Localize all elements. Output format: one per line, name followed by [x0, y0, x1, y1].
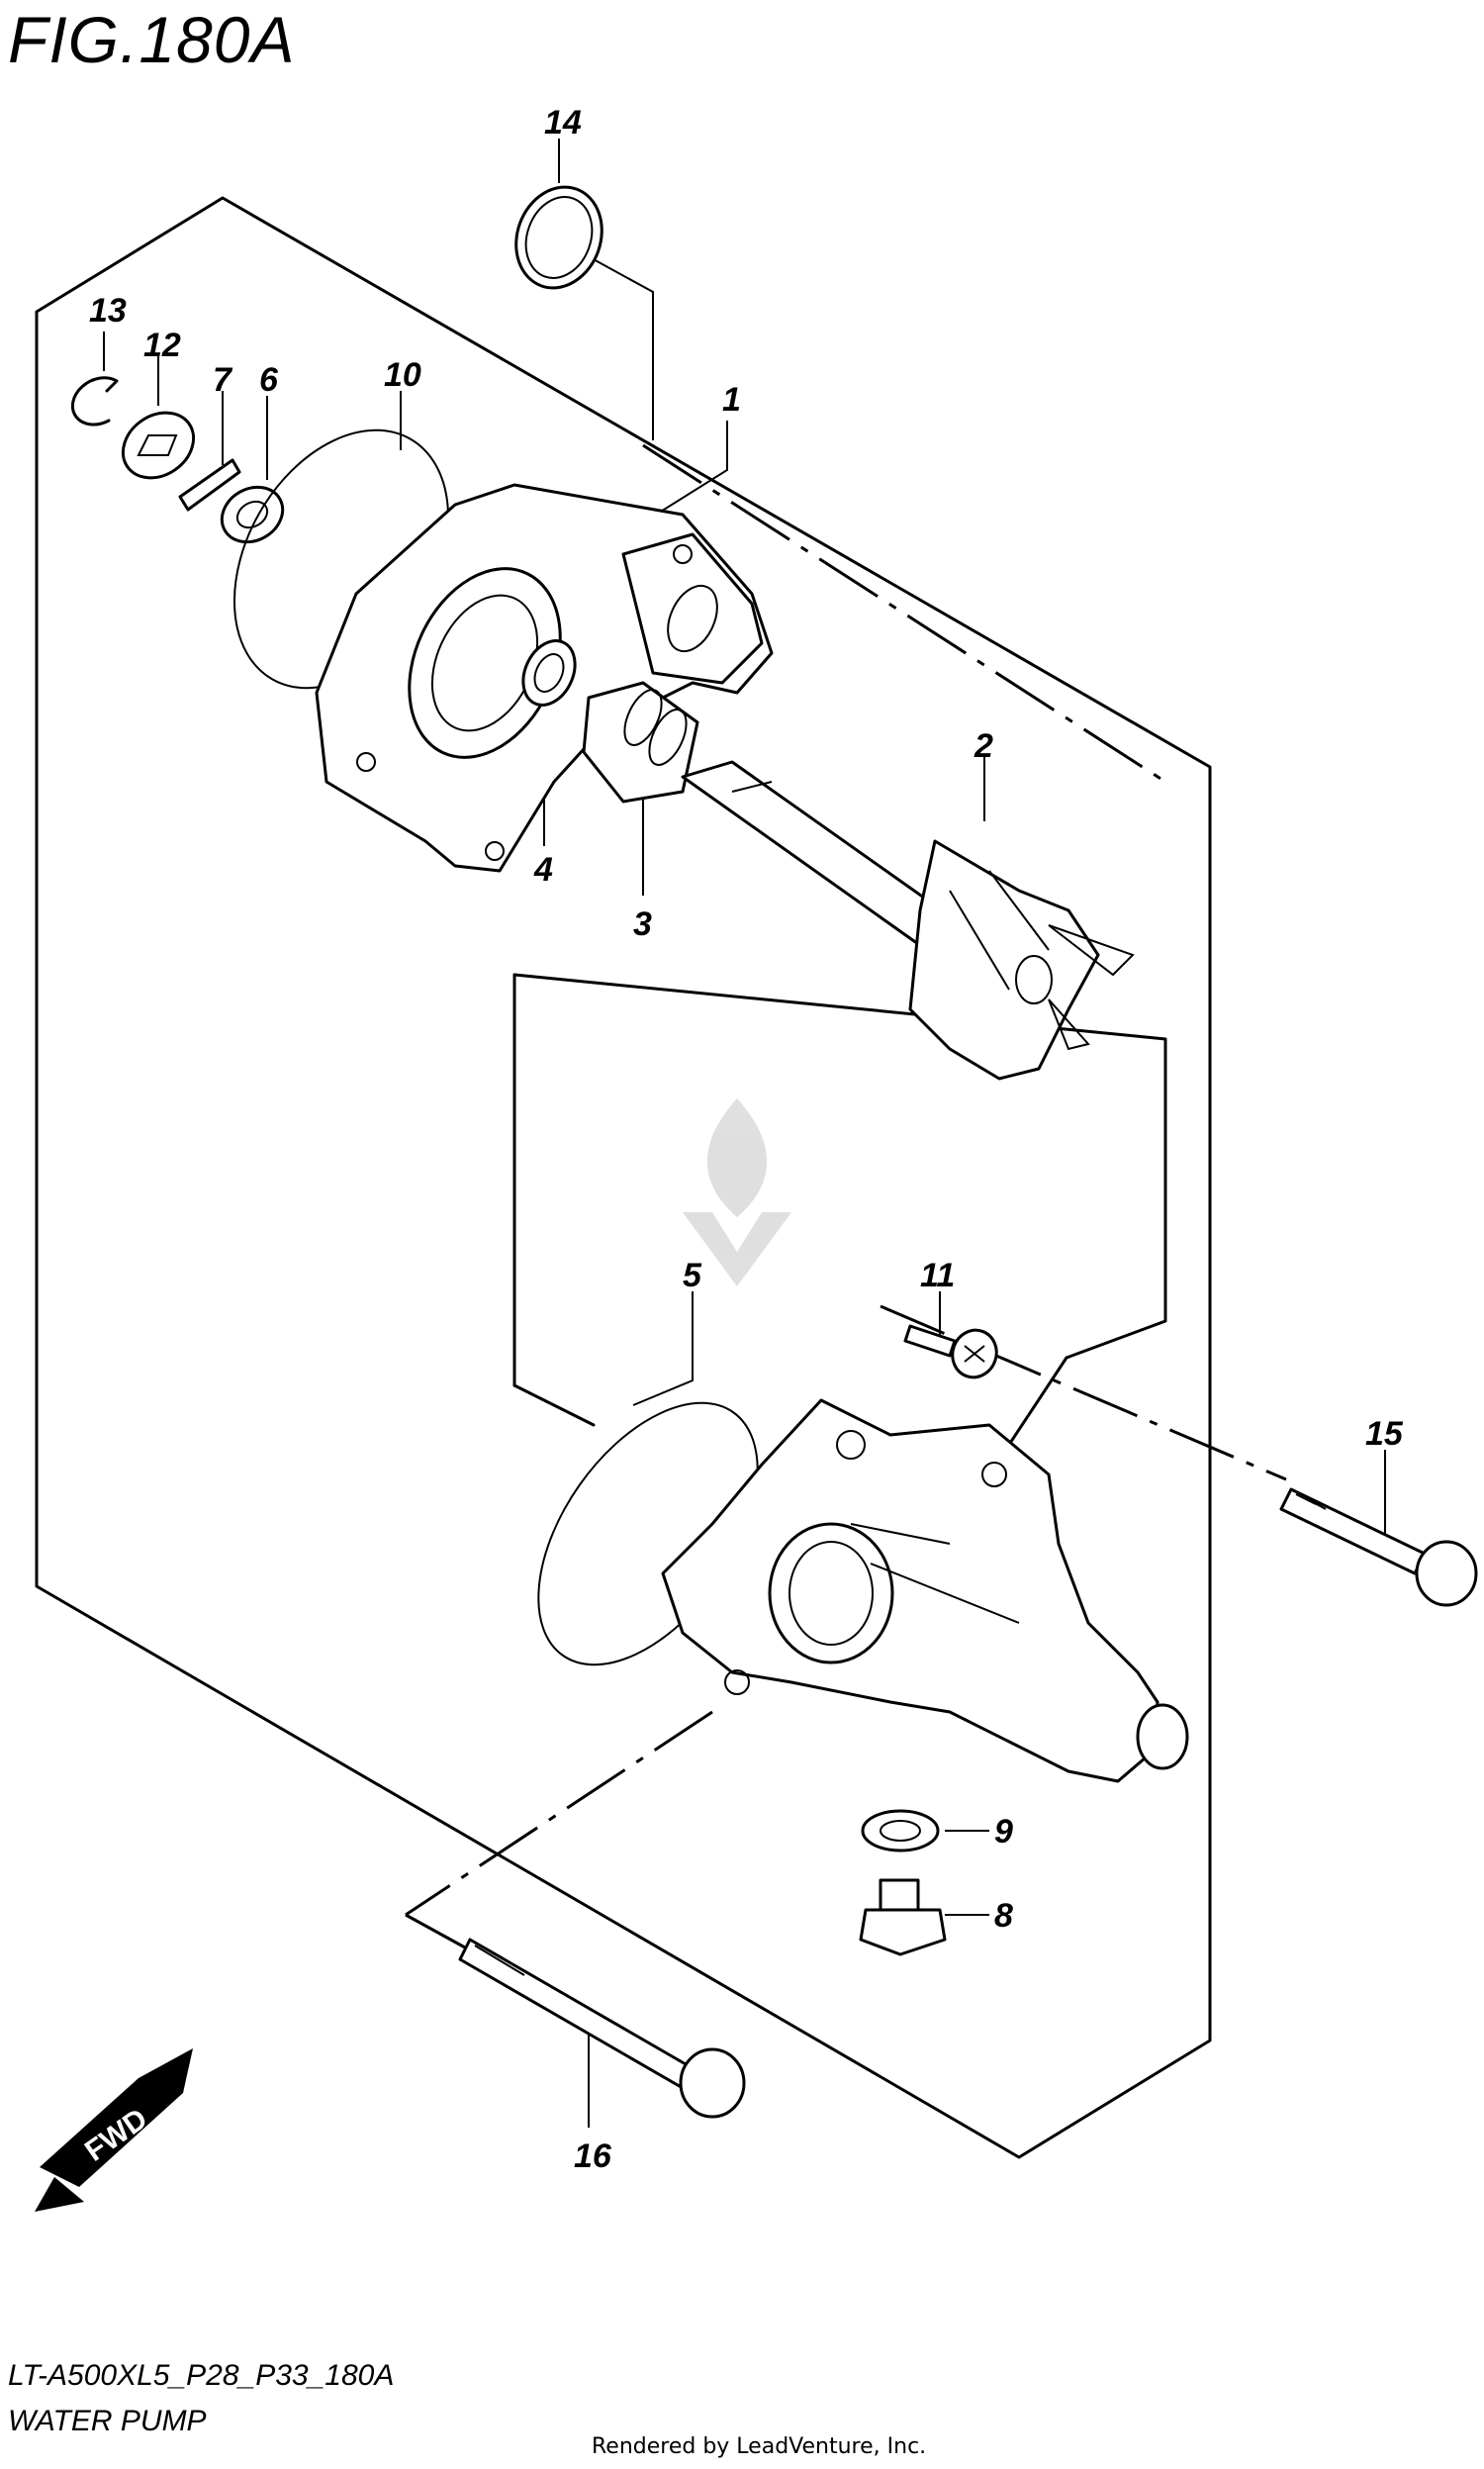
callout-14: 14: [544, 104, 582, 142]
bolt-part-16: [458, 1938, 746, 2119]
retainer-part-12: [121, 411, 196, 480]
callout-2: 2: [974, 727, 993, 765]
callout-10: 10: [384, 356, 421, 394]
fwd-arrow: FWD: [35, 2048, 193, 2212]
assembly-boundary: [35, 196, 1212, 2159]
callout-7: 7: [213, 361, 233, 399]
callout-9: 9: [994, 1813, 1013, 1851]
washer-part-6: [220, 485, 285, 544]
callout-15: 15: [1365, 1415, 1404, 1453]
seal-part-4: [521, 639, 577, 707]
callout-6: 6: [259, 361, 279, 399]
callout-13: 13: [89, 292, 127, 330]
bolt-part-15: [1279, 1487, 1478, 1607]
callout-12: 12: [143, 327, 181, 364]
callout-16: 16: [574, 2137, 612, 2175]
circlip-part-13: [70, 376, 119, 427]
drain-bolt-part-8: [859, 1878, 947, 1956]
pin-part-7: [178, 458, 241, 512]
callout-1: 1: [722, 381, 741, 419]
mech-seal-part-3: [582, 681, 699, 804]
housing-boundary: [512, 973, 1167, 1360]
callout-8: 8: [994, 1897, 1013, 1935]
callout-4: 4: [533, 851, 553, 889]
render-credit: Rendered by LeadVenture, Inc.: [592, 2434, 927, 2459]
leader-lines: [103, 139, 1386, 2128]
washer-part-9: [861, 1809, 940, 1852]
screw-part-11: [903, 1324, 998, 1379]
watermark-logo: [683, 1098, 791, 1286]
callout-3: 3: [633, 905, 652, 943]
model-code: LT-A500XL5_P28_P33_180A: [8, 2359, 395, 2392]
callout-5: 5: [683, 1257, 702, 1294]
callout-11: 11: [920, 1257, 955, 1294]
pump-cover: [661, 1398, 1189, 1783]
figure-title: FIG.180A: [8, 3, 296, 76]
o-ring-part-14: [514, 185, 603, 290]
diagram-name: WATER PUMP: [8, 2405, 207, 2437]
impeller-part-2: [681, 760, 1135, 1081]
